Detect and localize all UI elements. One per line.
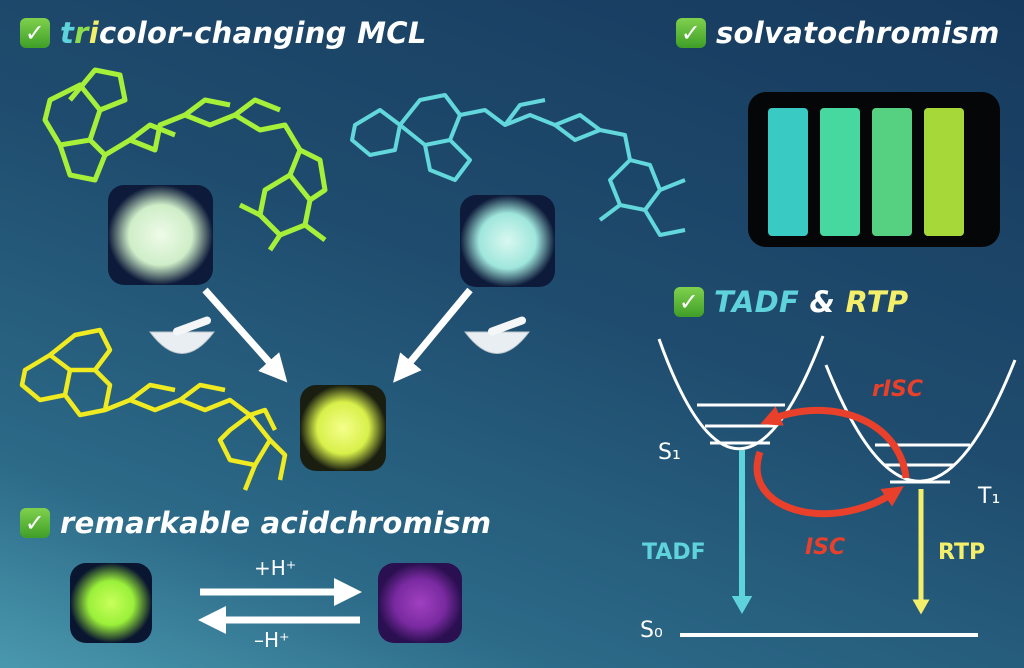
deprotonation-label: –H⁺ — [254, 628, 290, 652]
heading-text: TADF & RTP — [714, 285, 908, 319]
protonation-label: +H⁺ — [254, 556, 297, 580]
heading-tadf-rtp: ✓ TADF & RTP — [674, 285, 908, 319]
tadf-label: TADF — [642, 540, 706, 565]
isc-arrow — [753, 450, 904, 518]
checkmark-icon: ✓ — [674, 287, 704, 317]
s0-label: S₀ — [640, 618, 663, 643]
risc-arrow — [760, 406, 910, 479]
green-acid-powder-photo — [70, 563, 152, 643]
tri-i: i — [88, 16, 100, 50]
mortar-pestle-icon — [149, 316, 215, 354]
t1-label: T₁ — [978, 484, 1001, 509]
arrow-green-to-yellow — [202, 287, 288, 383]
heading-rest: color-changing MCL — [99, 16, 427, 50]
cyan-molecule — [350, 93, 686, 237]
cyan-powder-photo — [460, 195, 555, 287]
energy-diagram — [657, 335, 1017, 637]
s1-label: S₁ — [658, 440, 681, 465]
checkmark-icon: ✓ — [676, 18, 706, 48]
checkmark-icon: ✓ — [20, 508, 50, 538]
tri-t: t — [60, 16, 75, 50]
heading-text: tricolor-changing MCL — [60, 16, 427, 50]
yellow-powder-photo — [300, 385, 386, 471]
tadf-word: TADF — [714, 285, 800, 319]
amp: & — [809, 285, 836, 319]
white-green-powder-photo — [108, 185, 213, 285]
heading-acidchromism: ✓ remarkable acidchromism — [20, 506, 491, 540]
heading-text: solvatochromism — [716, 16, 1000, 50]
yellow-molecule — [19, 327, 288, 491]
checkmark-icon: ✓ — [20, 18, 50, 48]
heading-solvatochromism: ✓ solvatochromism — [676, 16, 1000, 50]
solvatochromism-vials-photo — [748, 92, 1000, 247]
isc-label: ISC — [805, 535, 846, 560]
purple-acid-powder-photo — [378, 563, 462, 643]
rtp-word: RTP — [845, 285, 909, 319]
heading-text: remarkable acidchromism — [60, 506, 492, 540]
mortar-pestle-icon — [464, 316, 530, 354]
risc-label: rISC — [872, 377, 924, 402]
rtp-label: RTP — [938, 540, 986, 565]
tri-r: r — [74, 16, 89, 50]
arrow-cyan-to-yellow — [393, 287, 473, 383]
green-molecule — [42, 67, 328, 252]
heading-tricolor-mcl: ✓ tricolor-changing MCL — [20, 16, 427, 50]
s1-potential-curve — [657, 335, 825, 451]
